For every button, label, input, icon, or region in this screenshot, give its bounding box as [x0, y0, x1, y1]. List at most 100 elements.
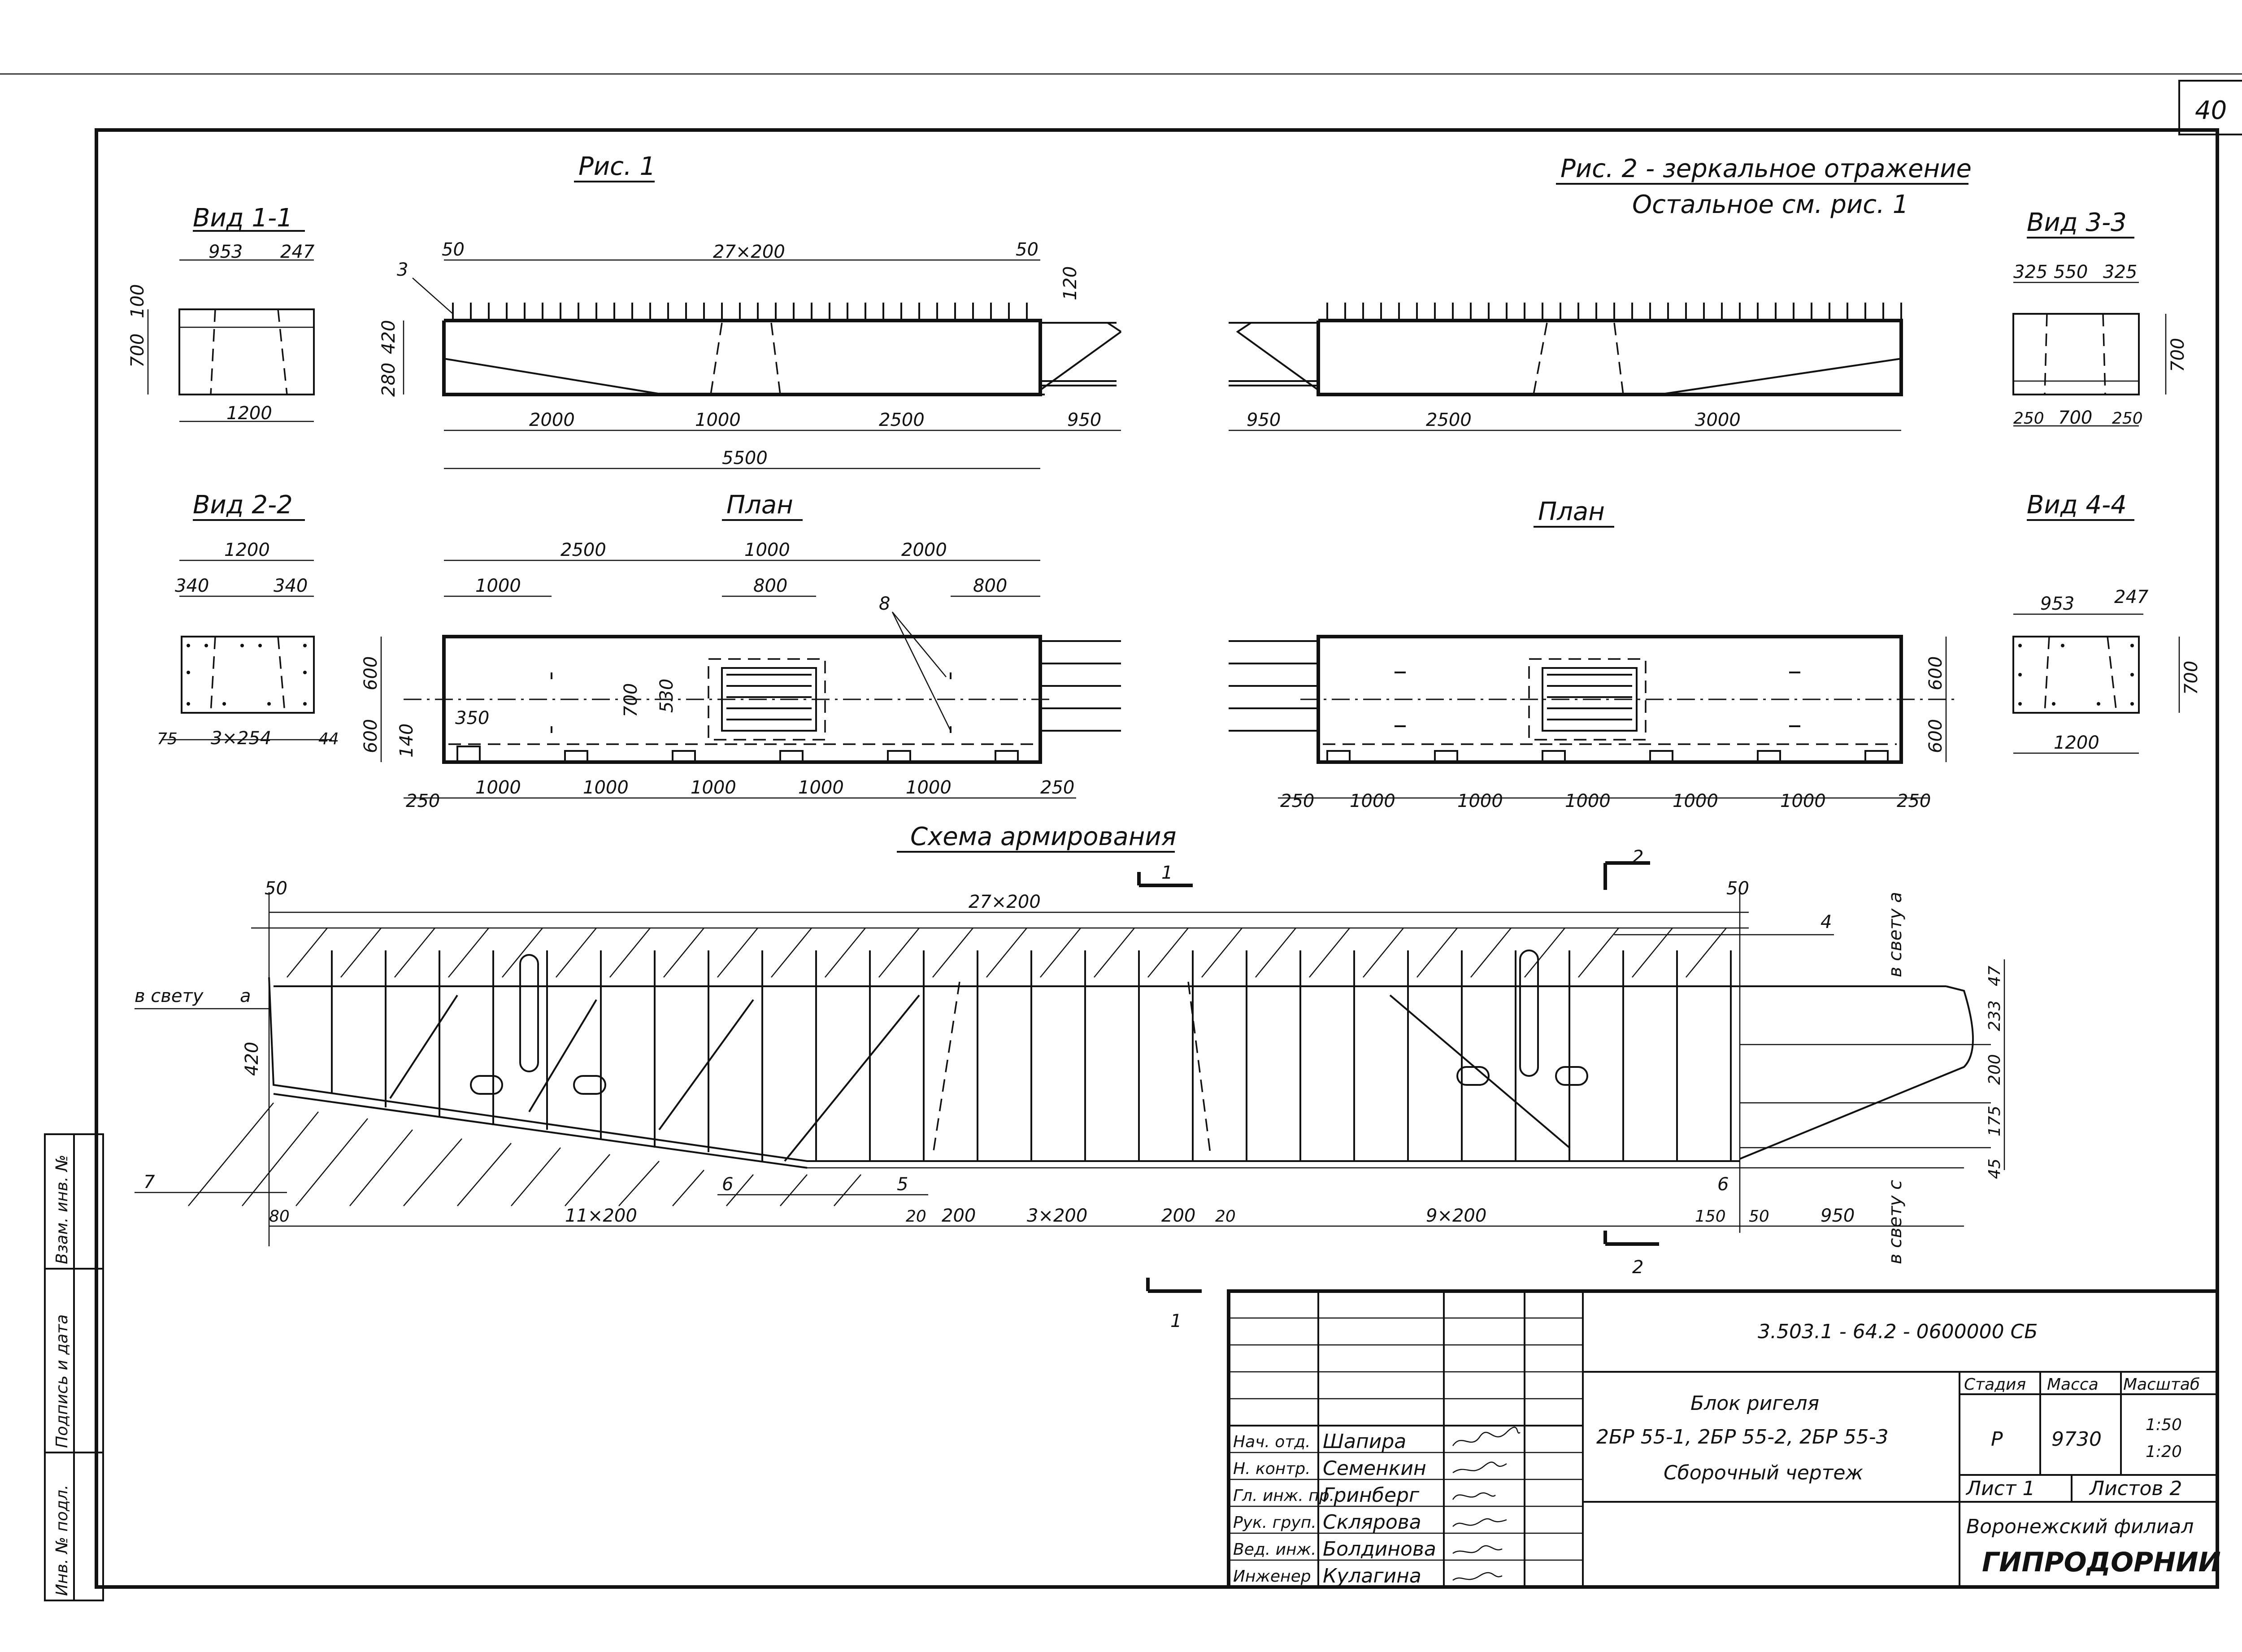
- stamp-sheet: Лист 1: [1965, 1477, 2035, 1500]
- view-1-1-dim-100: 100: [127, 284, 148, 318]
- view-3-3-dim-250b: 250: [2112, 409, 2143, 428]
- fig-1-dim-1000: 1000: [695, 410, 741, 430]
- stamp-name-2: Гринберг: [1323, 1484, 1420, 1507]
- page-number: 40: [2195, 96, 2227, 125]
- rebar-callout-6a: 6: [722, 1174, 733, 1195]
- rebar-bottom-7: 9×200: [1426, 1205, 1486, 1226]
- rebar-label-a: а: [240, 986, 251, 1006]
- plan-1-bottom-0: 250: [406, 791, 440, 811]
- stamp-role-3: Рук. груп.: [1233, 1513, 1317, 1532]
- view-4-4-title: Вид 4-4: [2027, 490, 2127, 520]
- plan-2-bottom-6: 250: [1897, 791, 1931, 811]
- rebar-scheme-title: Схема армирования: [910, 822, 1176, 851]
- fig-2-title: Рис. 2 - зеркальное отражение: [1560, 154, 1972, 183]
- fig-1-dim-2500: 2500: [879, 410, 925, 430]
- stamp-role-1: Н. контр.: [1233, 1460, 1311, 1478]
- view-4-4-dim-1200: 1200: [2054, 733, 2099, 753]
- plan-2-bottom-2: 1000: [1457, 791, 1503, 811]
- stamp-role-4: Вед. инж.: [1233, 1540, 1316, 1559]
- fig-1-callout-3: 3: [397, 260, 408, 280]
- fig-1-dim-5500: 5500: [722, 448, 768, 468]
- stamp-role-5: Инженер: [1233, 1567, 1311, 1586]
- stamp-name-4: Болдинова: [1323, 1538, 1436, 1561]
- stamp-sheets: Листов 2: [2089, 1477, 2182, 1500]
- rebar-dim-50a: 50: [265, 878, 287, 899]
- plan-1-bottom-1: 1000: [475, 777, 521, 798]
- side-strip: Инв. № подл. Подпись и дата Взам. инв. №: [44, 1133, 104, 1601]
- plan-2-supports: [1326, 750, 1889, 763]
- rebar-bottom-8: 150: [1695, 1207, 1726, 1226]
- fig-1-title: Рис. 1: [578, 152, 656, 181]
- rebar-bottom-2: 20: [906, 1207, 926, 1226]
- view-2-2-rebar-dots: [187, 644, 307, 706]
- fig-2-subtitle: Остальное см. рис. 1: [1632, 190, 1908, 219]
- plan-2-dim-600b: 600: [1925, 719, 1946, 753]
- plan-1-bottom-6: 250: [1040, 777, 1074, 798]
- rebar-right-dim-0: 47: [1986, 966, 2004, 986]
- section-1-top: 1: [1161, 863, 1173, 883]
- rebar-bottom-3: 200: [942, 1205, 976, 1226]
- plan-2-bottom-1: 1000: [1350, 791, 1395, 811]
- view-2-2-dim-75: 75: [157, 730, 178, 748]
- rebar-right-dim-4: 45: [1986, 1158, 2004, 1179]
- stamp-doc-code: 3.503.1 - 64.2 - 0600000 СБ: [1758, 1320, 2038, 1343]
- plan-1-dim-800a: 800: [753, 576, 787, 596]
- plan-1: План 2500 1000 2000 1000 800 800 8 600 6…: [361, 490, 1121, 811]
- plan-2-dim-600a: 600: [1925, 656, 1946, 690]
- stamp-signatures: [1452, 1427, 1521, 1581]
- plan-2-bottom-3: 1000: [1565, 791, 1611, 811]
- fig-1-stirrups: [452, 303, 1028, 322]
- plan-1-dim-530: 530: [656, 679, 677, 713]
- view-3-3-dim-550: 550: [2054, 262, 2088, 282]
- plan-2-bottom-0: 250: [1280, 791, 1314, 811]
- rebar-bottom-10: 950: [1821, 1205, 1855, 1226]
- side-inv-original: Инв. № подл.: [53, 1485, 71, 1596]
- view-2-2-dim-1200: 1200: [224, 540, 270, 560]
- rebar-dim-spacing: 27×200: [969, 892, 1041, 912]
- view-4-4-rebar-dots: [2018, 644, 2134, 706]
- rebar-bottom-6: 20: [1215, 1207, 1236, 1226]
- rebar-right-dim-2: 200: [1986, 1054, 2004, 1085]
- stamp-stage: Р: [1991, 1428, 2003, 1451]
- rebar-right-dim-1: 233: [1986, 1000, 2004, 1031]
- plan-1-dim-2000: 2000: [901, 540, 947, 560]
- fig-2-dim-3000: 3000: [1695, 410, 1741, 430]
- rebar-bottom-9: 50: [1749, 1207, 1769, 1226]
- view-1-1-dim-700: 700: [127, 334, 148, 368]
- stamp-name-line1: Блок ригеля: [1690, 1392, 1819, 1415]
- plan-1-dim-2500: 2500: [560, 540, 606, 560]
- title-block: Нач. отд. Шапира Н. контр. Семенкин Гл. …: [1227, 1289, 2221, 1589]
- view-1-1-title: Вид 1-1: [193, 204, 293, 233]
- view-4-4-dim-700: 700: [2181, 661, 2202, 695]
- plan-1-dim-1000-top: 1000: [744, 540, 790, 560]
- rebar-callout-5: 5: [897, 1174, 908, 1195]
- stamp-name-3: Склярова: [1323, 1511, 1421, 1534]
- view-2-2-title: Вид 2-2: [193, 490, 293, 520]
- plan-1-dim-600b: 600: [361, 719, 381, 753]
- stamp-hdr-stage: Стадия: [1964, 1375, 2026, 1394]
- fig-2-dim-950: 950: [1247, 410, 1281, 430]
- plan-2: План 600 600 250 1000 1000 1000 1000 100…: [1229, 497, 1955, 811]
- fig-2: Рис. 2 - зеркальное отражение Остальное …: [1229, 154, 1972, 431]
- view-3-3-dim-700-vert: 700: [2168, 338, 2188, 372]
- plan-1-bottom-3: 1000: [691, 777, 736, 798]
- view-4-4-dim-247: 247: [2114, 587, 2149, 607]
- section-1-bottom: 1: [1170, 1311, 1182, 1331]
- plan-1-dim-350: 350: [455, 708, 489, 728]
- fig-1-dim-120: 120: [1060, 266, 1081, 300]
- rebar-hatching: [188, 927, 1749, 1206]
- plan-1-dim-1000-left: 1000: [475, 576, 521, 596]
- rebar-clear-a-right: в свету а: [1885, 892, 1906, 977]
- rebar-right-dim-3: 175: [1986, 1106, 2004, 1136]
- plan-1-dim-140: 140: [396, 724, 417, 758]
- rebar-clear-a-left: в свету: [135, 986, 204, 1006]
- view-4-4-dim-953: 953: [2040, 594, 2074, 614]
- stamp-mass: 9730: [2051, 1428, 2102, 1451]
- stamp-org-2: ГИПРОДОРНИИ: [1982, 1547, 2221, 1578]
- plan-1-bottom-2: 1000: [583, 777, 629, 798]
- fig-1: Рис. 1 50 27×200 50 3 120 420 280 2000 1…: [378, 152, 1122, 469]
- plan-1-bottom-4: 1000: [798, 777, 844, 798]
- fig-1-dim-spacing: 27×200: [713, 242, 785, 262]
- rebar-dim-420: 420: [242, 1042, 262, 1076]
- stamp-hdr-scale: Масштаб: [2123, 1375, 2200, 1394]
